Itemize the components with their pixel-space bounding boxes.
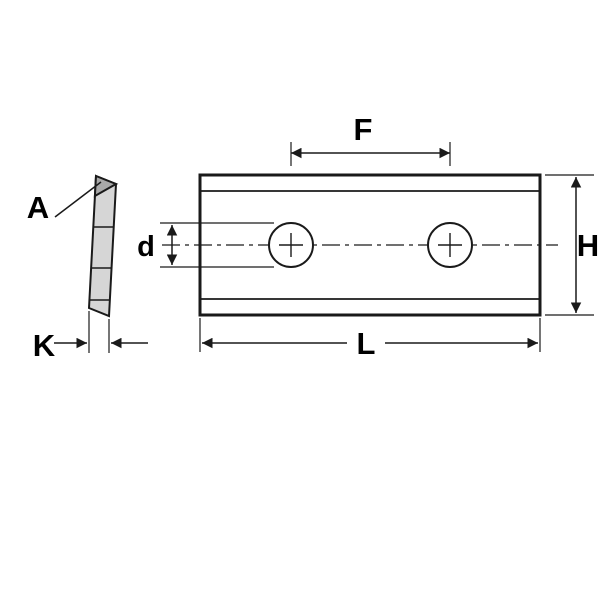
dim-H-label: H [577, 228, 599, 263]
dim-d: d [137, 222, 274, 268]
side-view [87, 174, 119, 318]
dim-K-label: K [33, 328, 56, 363]
dim-d-label: d [137, 231, 155, 263]
label-A: A [27, 190, 49, 225]
dim-K: K [33, 311, 148, 363]
dim-L-label: L [357, 326, 376, 361]
callout-A: A [27, 181, 102, 225]
dim-L: L [199, 318, 541, 361]
leader-line-A [54, 181, 102, 218]
dim-F-label: F [354, 112, 373, 147]
side-profile [87, 174, 118, 318]
front-view [162, 173, 558, 317]
dim-F: F [290, 112, 451, 166]
dim-H: H [545, 174, 599, 316]
